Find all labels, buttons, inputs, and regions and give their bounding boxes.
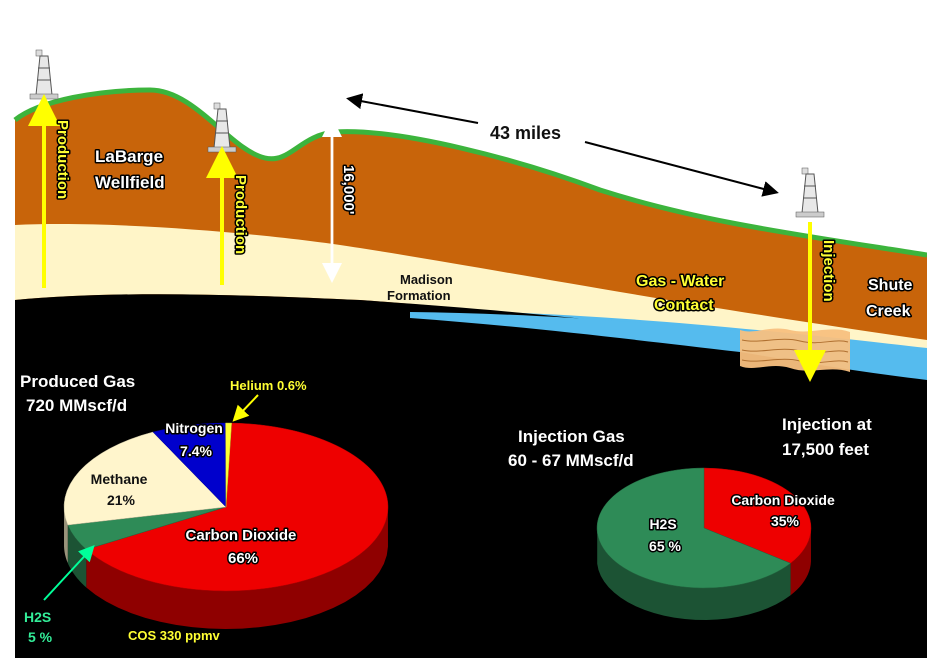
cos-callout: COS 330 ppmv: [128, 628, 221, 643]
derrick-icon: [795, 167, 825, 218]
distance-arrow-left: [346, 93, 479, 124]
pie-side-h2s: [597, 531, 791, 620]
h2s-callout: H2S 5 %: [24, 609, 55, 645]
pie-side-carbon-dioxide: [86, 508, 388, 629]
wellfield-label: LaBarge Wellfield: [95, 147, 168, 192]
pie-side-methane: [64, 505, 68, 564]
distance-label: 43 miles: [490, 123, 561, 143]
formation-label: Madison Formation: [387, 272, 456, 303]
slice-label-methane: Methane 21%: [91, 471, 152, 508]
production-label: Production: [232, 175, 249, 254]
slice-label-co2-injection: Carbon Dioxide 35%: [731, 492, 838, 529]
helium-callout: Helium 0.6%: [230, 378, 307, 393]
shute-creek-label: Shute Creek: [866, 277, 917, 320]
slice-label-h2s-injection: H2S 65 %: [649, 516, 681, 554]
helium-callout-arrow: [232, 394, 259, 422]
produced-gas-title: Produced Gas 720 MMscf/d: [20, 372, 140, 415]
slice-label-co2: Carbon Dioxide 66%: [185, 527, 300, 567]
production-label: Production: [54, 120, 71, 199]
pie-slice-carbon-dioxide: [85, 422, 389, 592]
injection-label: Injection: [820, 240, 837, 302]
pie-side-h2s: [67, 525, 87, 588]
produced-gas-pie: [63, 422, 389, 629]
pie-slice-methane: [63, 431, 227, 526]
injection-depth-label: Injection at 17,500 feet: [782, 415, 876, 459]
distance-arrow-right: [584, 141, 779, 197]
water-band: [410, 312, 927, 380]
depth-label: 16,000': [340, 165, 357, 214]
pie-slice-carbon-dioxide: [703, 467, 812, 564]
pie-slice-helium: [225, 422, 232, 508]
h2s-callout-arrow: [43, 545, 95, 601]
contact-label: Gas - Water Contact: [636, 273, 729, 314]
injection-gas-pie: [596, 467, 812, 620]
pie-side-carbon-dioxide: [790, 529, 811, 596]
injection-gas-title: Injection Gas 60 - 67 MMscf/d: [508, 427, 634, 470]
pie-slice-h2s: [596, 467, 792, 589]
slice-label-nitrogen: Nitrogen 7.4%: [165, 420, 226, 459]
